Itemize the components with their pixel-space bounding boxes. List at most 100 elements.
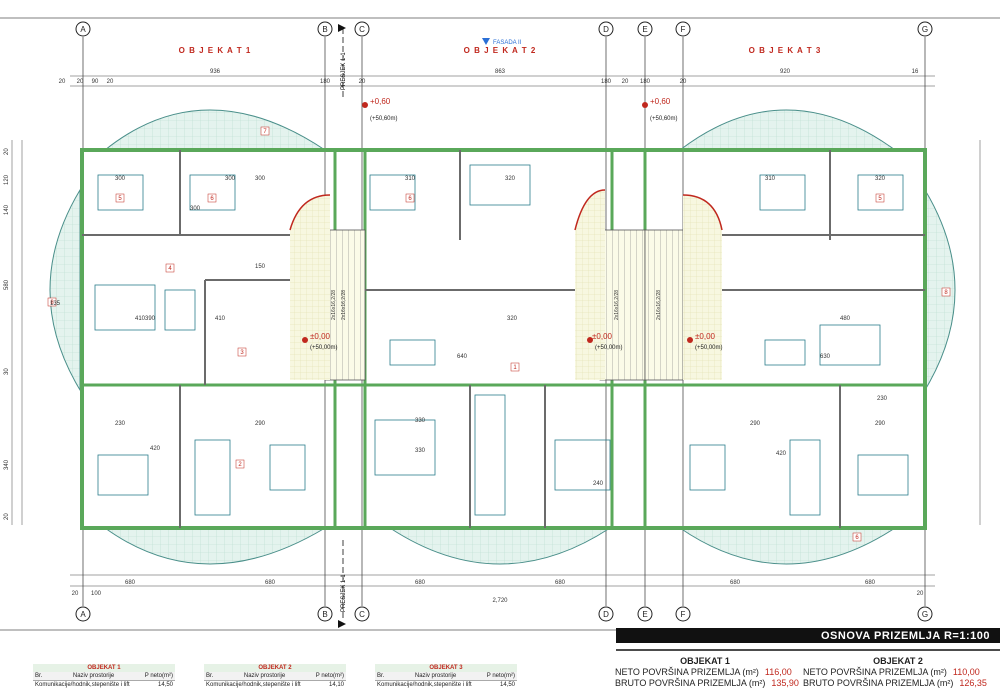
svg-text:290: 290 bbox=[750, 421, 761, 427]
svg-text:230: 230 bbox=[115, 421, 126, 427]
axis-d-bottom-label: D bbox=[603, 610, 609, 619]
dim-left-2: 340 bbox=[4, 459, 10, 470]
svg-text:390: 390 bbox=[145, 316, 156, 322]
level-mid-left-value: ±0,00 bbox=[310, 332, 331, 341]
area-table-header: Br. Naziv prostorije P neto(m²) bbox=[33, 672, 175, 681]
dim-left-1: 580 bbox=[4, 279, 10, 290]
exterior-walls bbox=[80, 148, 927, 530]
svg-text:8: 8 bbox=[944, 290, 948, 296]
balcony-bottom-1 bbox=[103, 527, 327, 565]
axis-f-bottom-label: F bbox=[681, 610, 686, 619]
sheet-title: OSNOVA PRIZEMLJA R=1:100 bbox=[821, 630, 990, 642]
svg-text:320: 320 bbox=[875, 176, 886, 182]
axis-g-top-label: G bbox=[922, 25, 928, 34]
stair-label-2: 2x16x16,2/28 bbox=[341, 290, 347, 320]
sofa-5 bbox=[194, 439, 231, 516]
axis-b-top-label: B bbox=[322, 25, 327, 34]
svg-text:310: 310 bbox=[405, 176, 416, 182]
neto-label: NETO POVRŠINA PRIZEMLJA (m²) bbox=[615, 667, 759, 677]
dimension-lines bbox=[11, 75, 981, 587]
row-area: 14,50 bbox=[157, 682, 173, 688]
bruto-value: 135,90 bbox=[771, 678, 799, 688]
dim-top-3: 920 bbox=[780, 69, 791, 75]
hall-1 bbox=[290, 195, 330, 380]
dim-bottom-6: 680 bbox=[865, 580, 876, 586]
section-marker-top: PRESJEK 1-1 bbox=[338, 24, 347, 100]
balcony-top-3 bbox=[678, 109, 897, 151]
header-area: P neto(m²) bbox=[315, 673, 344, 679]
axis-g-bottom-label: G bbox=[922, 610, 928, 619]
svg-text:310: 310 bbox=[765, 176, 776, 182]
bed-7 bbox=[554, 439, 611, 491]
hall-3 bbox=[683, 195, 722, 380]
row-room-name: Komunikacije/hodnik,stepenište i lift bbox=[377, 682, 472, 688]
building-separators bbox=[82, 150, 925, 528]
summary-bruto-row: BRUTO POVRŠINA PRIZEMLJA (m²) 135,90 bbox=[615, 678, 799, 689]
room-tag-6-b: 6 bbox=[405, 193, 415, 203]
axis-bubble-top-f: F bbox=[675, 21, 691, 37]
hall-2 bbox=[575, 190, 605, 380]
axis-bubble-bottom-c: C bbox=[354, 606, 370, 622]
area-table-row: Komunikacije/hodnik,stepenište i lift 14… bbox=[375, 681, 517, 689]
svg-text:630: 630 bbox=[820, 354, 831, 360]
room-tag-8-a: 8 bbox=[47, 297, 57, 307]
bed-1 bbox=[97, 174, 144, 211]
axis-bubble-top-c: C bbox=[354, 21, 370, 37]
room-tag-8-c: 8 bbox=[941, 287, 951, 297]
dim-top-14: 16 bbox=[912, 69, 919, 75]
svg-text:300: 300 bbox=[115, 176, 126, 182]
svg-text:6: 6 bbox=[855, 535, 859, 541]
dim-left-6: 30 bbox=[4, 368, 10, 375]
table-5 bbox=[689, 444, 726, 491]
svg-text:5: 5 bbox=[118, 196, 122, 202]
level-mid-center-abs: (+50,00m) bbox=[595, 345, 623, 351]
kitchen-run bbox=[474, 394, 506, 516]
axis-a-bottom-label: A bbox=[80, 610, 86, 619]
header-no: Br. bbox=[35, 673, 43, 679]
svg-text:240: 240 bbox=[593, 481, 604, 487]
stair-label-4: 2x16x16,2/28 bbox=[656, 290, 662, 320]
dim-bottom-8: 20 bbox=[72, 591, 79, 597]
svg-text:2: 2 bbox=[238, 462, 242, 468]
axis-c-bottom-label: C bbox=[359, 610, 365, 619]
hallway-floor bbox=[290, 190, 722, 380]
axis-bubble-top-d: D bbox=[598, 21, 614, 37]
room-tag-1-a: 1 bbox=[510, 362, 520, 372]
balcony-bottom-3 bbox=[678, 527, 897, 565]
level-top-left: +0,60 (+50,60m) bbox=[362, 97, 398, 122]
room-tag-7-a: 7 bbox=[260, 126, 270, 136]
svg-text:410: 410 bbox=[215, 316, 226, 322]
level-mid-right-value: ±0,00 bbox=[695, 332, 716, 341]
level-mid-center-value: ±0,00 bbox=[592, 332, 613, 341]
level-top-right-value: +0,60 bbox=[650, 97, 671, 106]
axis-a-top-label: A bbox=[80, 25, 86, 34]
dim-left-4: 140 bbox=[4, 204, 10, 215]
dim-bottom-10: 20 bbox=[917, 591, 924, 597]
area-table-header: Br. Naziv prostorije P neto(m²) bbox=[204, 672, 346, 681]
sheet-title-bar bbox=[616, 628, 1000, 643]
sofa-4 bbox=[374, 419, 436, 476]
building-label-3: O B J E K A T 3 bbox=[749, 46, 822, 55]
dim-bottom-3: 680 bbox=[415, 580, 426, 586]
level-mid-right: ±0,00 (+50,00m) bbox=[687, 332, 723, 351]
header-room-name: Naziv prostorije bbox=[414, 673, 457, 679]
axis-bubble-top-a: A bbox=[75, 21, 91, 37]
dim-top-12: 180 bbox=[640, 79, 651, 85]
svg-text:320: 320 bbox=[507, 316, 518, 322]
bed-3 bbox=[369, 174, 416, 211]
axis-bubble-bottom-g: G bbox=[917, 606, 933, 622]
area-table-2: OBJEKAT 2 Br. Naziv prostorije P neto(m²… bbox=[204, 664, 346, 689]
svg-text:4: 4 bbox=[168, 266, 172, 272]
svg-text:300: 300 bbox=[190, 206, 201, 212]
sofa-1 bbox=[469, 164, 531, 206]
area-table-header: Br. Naziv prostorije P neto(m²) bbox=[375, 672, 517, 681]
svg-text:300: 300 bbox=[225, 176, 236, 182]
area-table-3: OBJEKAT 3 Br. Naziv prostorije P neto(m²… bbox=[375, 664, 517, 689]
summary-title: OBJEKAT 1 bbox=[680, 656, 730, 666]
level-top-right-abs: (+50,60m) bbox=[650, 116, 678, 122]
bed-4 bbox=[759, 174, 806, 211]
axis-b-bottom-label: B bbox=[322, 610, 327, 619]
dim-top-7: 20 bbox=[107, 79, 114, 85]
svg-text:230: 230 bbox=[877, 396, 888, 402]
balcony-bottom-2 bbox=[388, 527, 612, 565]
